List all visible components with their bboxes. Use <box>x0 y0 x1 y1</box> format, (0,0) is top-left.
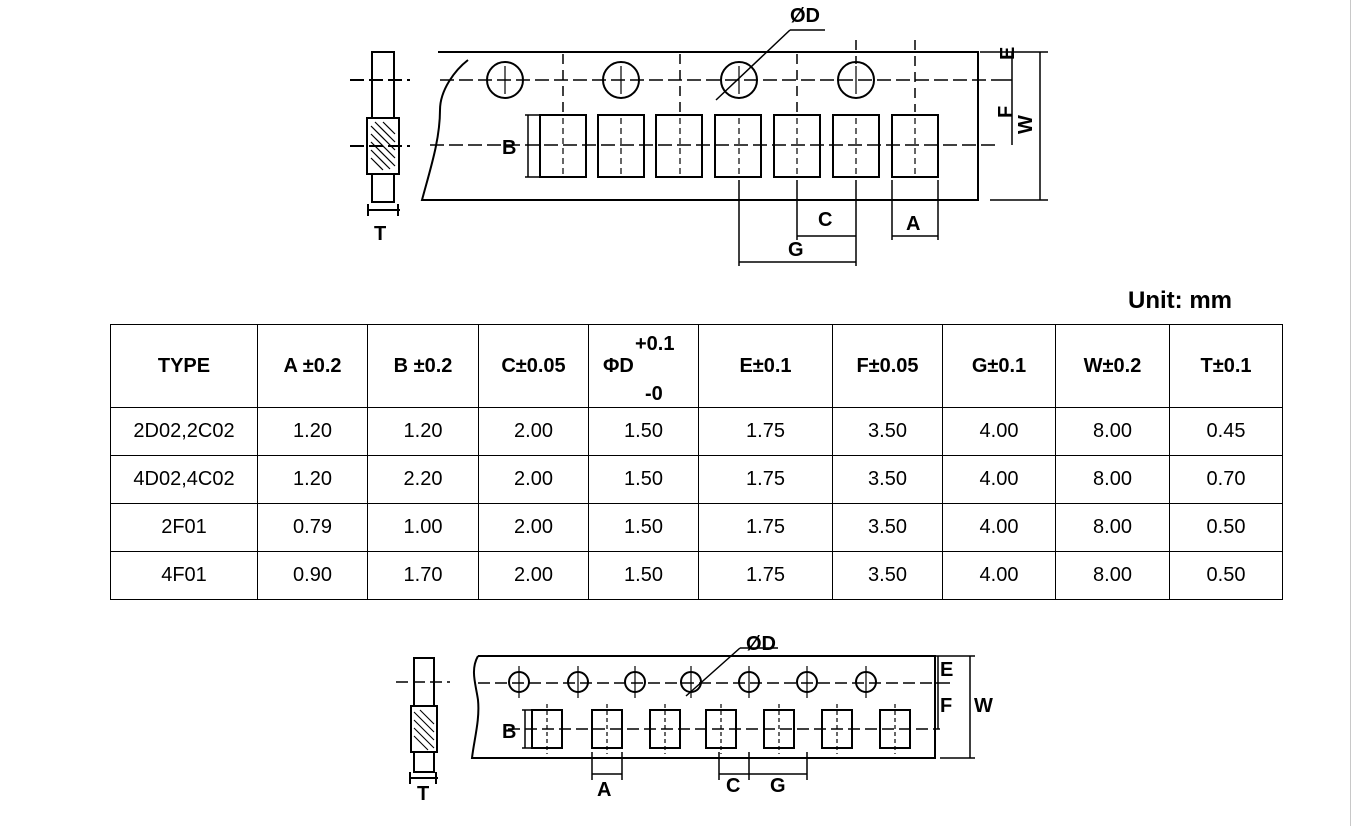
tape-drawing-top: ØD E F W B C G A T <box>350 5 1048 266</box>
header-e: E±0.1 <box>698 324 833 408</box>
cell-g: 4.00 <box>942 455 1056 504</box>
label-f: F <box>940 695 952 717</box>
table-header-row: TYPE A ±0.2 B ±0.2 C±0.05 +0.1 ΦD -0 E±0… <box>110 324 1283 408</box>
cell-g: 4.00 <box>942 551 1056 600</box>
label-f: F <box>995 106 1017 118</box>
cell-e: 1.75 <box>698 503 833 552</box>
tape-pocket <box>655 114 703 178</box>
label-g: G <box>770 775 786 797</box>
cell-b: 1.00 <box>367 503 479 552</box>
header-t: T±0.1 <box>1169 324 1283 408</box>
label-a: A <box>597 779 611 801</box>
cell-b: 2.20 <box>367 455 479 504</box>
cell-e: 1.75 <box>698 551 833 600</box>
cell-a: 0.79 <box>257 503 368 552</box>
cell-type: 2F01 <box>110 503 258 552</box>
label-b: B <box>502 721 516 743</box>
phi-d-minus-tolerance: -0 <box>645 383 663 405</box>
label-a: A <box>906 213 920 235</box>
side-view-lower <box>413 751 435 773</box>
cell-c: 2.00 <box>478 551 589 600</box>
header-f: F±0.05 <box>832 324 943 408</box>
header-type: TYPE <box>110 324 258 408</box>
header-b: B ±0.2 <box>367 324 479 408</box>
cell-d: 1.50 <box>588 551 699 600</box>
label-t: T <box>374 223 386 245</box>
label-w: W <box>1015 115 1037 134</box>
tape-pocket <box>714 114 762 178</box>
tape-outline <box>470 655 936 759</box>
header-g: G±0.1 <box>942 324 1056 408</box>
cell-c: 2.00 <box>478 503 589 552</box>
header-c: C±0.05 <box>478 324 589 408</box>
sprocket-hole <box>602 61 640 99</box>
table-row: 4D02,4C02 1.20 2.20 2.00 1.50 1.75 3.50 … <box>110 455 1283 504</box>
cell-a: 0.90 <box>257 551 368 600</box>
header-phi-d: +0.1 ΦD -0 <box>588 324 699 408</box>
cell-f: 3.50 <box>832 503 943 552</box>
unit-label: Unit: mm <box>1128 287 1232 314</box>
phi-d-symbol: ΦD <box>603 355 634 377</box>
phi-d-plus-tolerance: +0.1 <box>635 333 675 355</box>
cell-a: 1.20 <box>257 407 368 456</box>
cell-f: 3.50 <box>832 455 943 504</box>
cell-d: 1.50 <box>588 503 699 552</box>
cell-c: 2.00 <box>478 407 589 456</box>
cell-g: 4.00 <box>942 407 1056 456</box>
cell-e: 1.75 <box>698 407 833 456</box>
header-w: W±0.2 <box>1055 324 1170 408</box>
dimension-table: TYPE A ±0.2 B ±0.2 C±0.05 +0.1 ΦD -0 E±0… <box>110 324 1283 600</box>
cell-t: 0.70 <box>1169 455 1283 504</box>
cell-b: 1.70 <box>367 551 479 600</box>
cell-d: 1.50 <box>588 407 699 456</box>
cell-type: 4D02,4C02 <box>110 455 258 504</box>
cell-t: 0.50 <box>1169 551 1283 600</box>
tape-pocket <box>832 114 880 178</box>
label-d: ØD <box>746 633 776 655</box>
cell-w: 8.00 <box>1055 503 1170 552</box>
cell-f: 3.50 <box>832 407 943 456</box>
label-e: E <box>997 47 1019 60</box>
cell-a: 1.20 <box>257 455 368 504</box>
cell-w: 8.00 <box>1055 551 1170 600</box>
label-c: C <box>818 209 832 231</box>
table-row: 2F01 0.79 1.00 2.00 1.50 1.75 3.50 4.00 … <box>110 503 1283 552</box>
header-a: A ±0.2 <box>257 324 368 408</box>
cell-w: 8.00 <box>1055 455 1170 504</box>
label-b: B <box>502 137 516 159</box>
label-d: ØD <box>790 5 820 27</box>
side-view-lower <box>371 173 395 203</box>
tape-drawing-bottom: ØD E F W B A C G T <box>396 633 993 805</box>
label-e: E <box>940 659 953 681</box>
cell-e: 1.75 <box>698 455 833 504</box>
cell-w: 8.00 <box>1055 407 1170 456</box>
cell-g: 4.00 <box>942 503 1056 552</box>
tape-pocket <box>891 114 939 178</box>
cell-b: 1.20 <box>367 407 479 456</box>
label-t: T <box>417 783 429 805</box>
label-g: G <box>788 239 804 261</box>
label-w: W <box>974 695 993 717</box>
cell-t: 0.45 <box>1169 407 1283 456</box>
tape-outline <box>420 51 979 201</box>
page-edge-line <box>1350 0 1351 826</box>
cell-type: 4F01 <box>110 551 258 600</box>
label-c: C <box>726 775 740 797</box>
tape-pocket <box>597 114 645 178</box>
tape-pocket <box>773 114 821 178</box>
table-row: 2D02,2C02 1.20 1.20 2.00 1.50 1.75 3.50 … <box>110 407 1283 456</box>
cell-t: 0.50 <box>1169 503 1283 552</box>
sprocket-hole <box>720 61 758 99</box>
side-view-upper <box>371 51 395 119</box>
sprocket-hole <box>486 61 524 99</box>
cell-c: 2.00 <box>478 455 589 504</box>
cell-type: 2D02,2C02 <box>110 407 258 456</box>
cell-d: 1.50 <box>588 455 699 504</box>
tape-pocket <box>539 114 587 178</box>
cell-f: 3.50 <box>832 551 943 600</box>
table-row: 4F01 0.90 1.70 2.00 1.50 1.75 3.50 4.00 … <box>110 551 1283 600</box>
